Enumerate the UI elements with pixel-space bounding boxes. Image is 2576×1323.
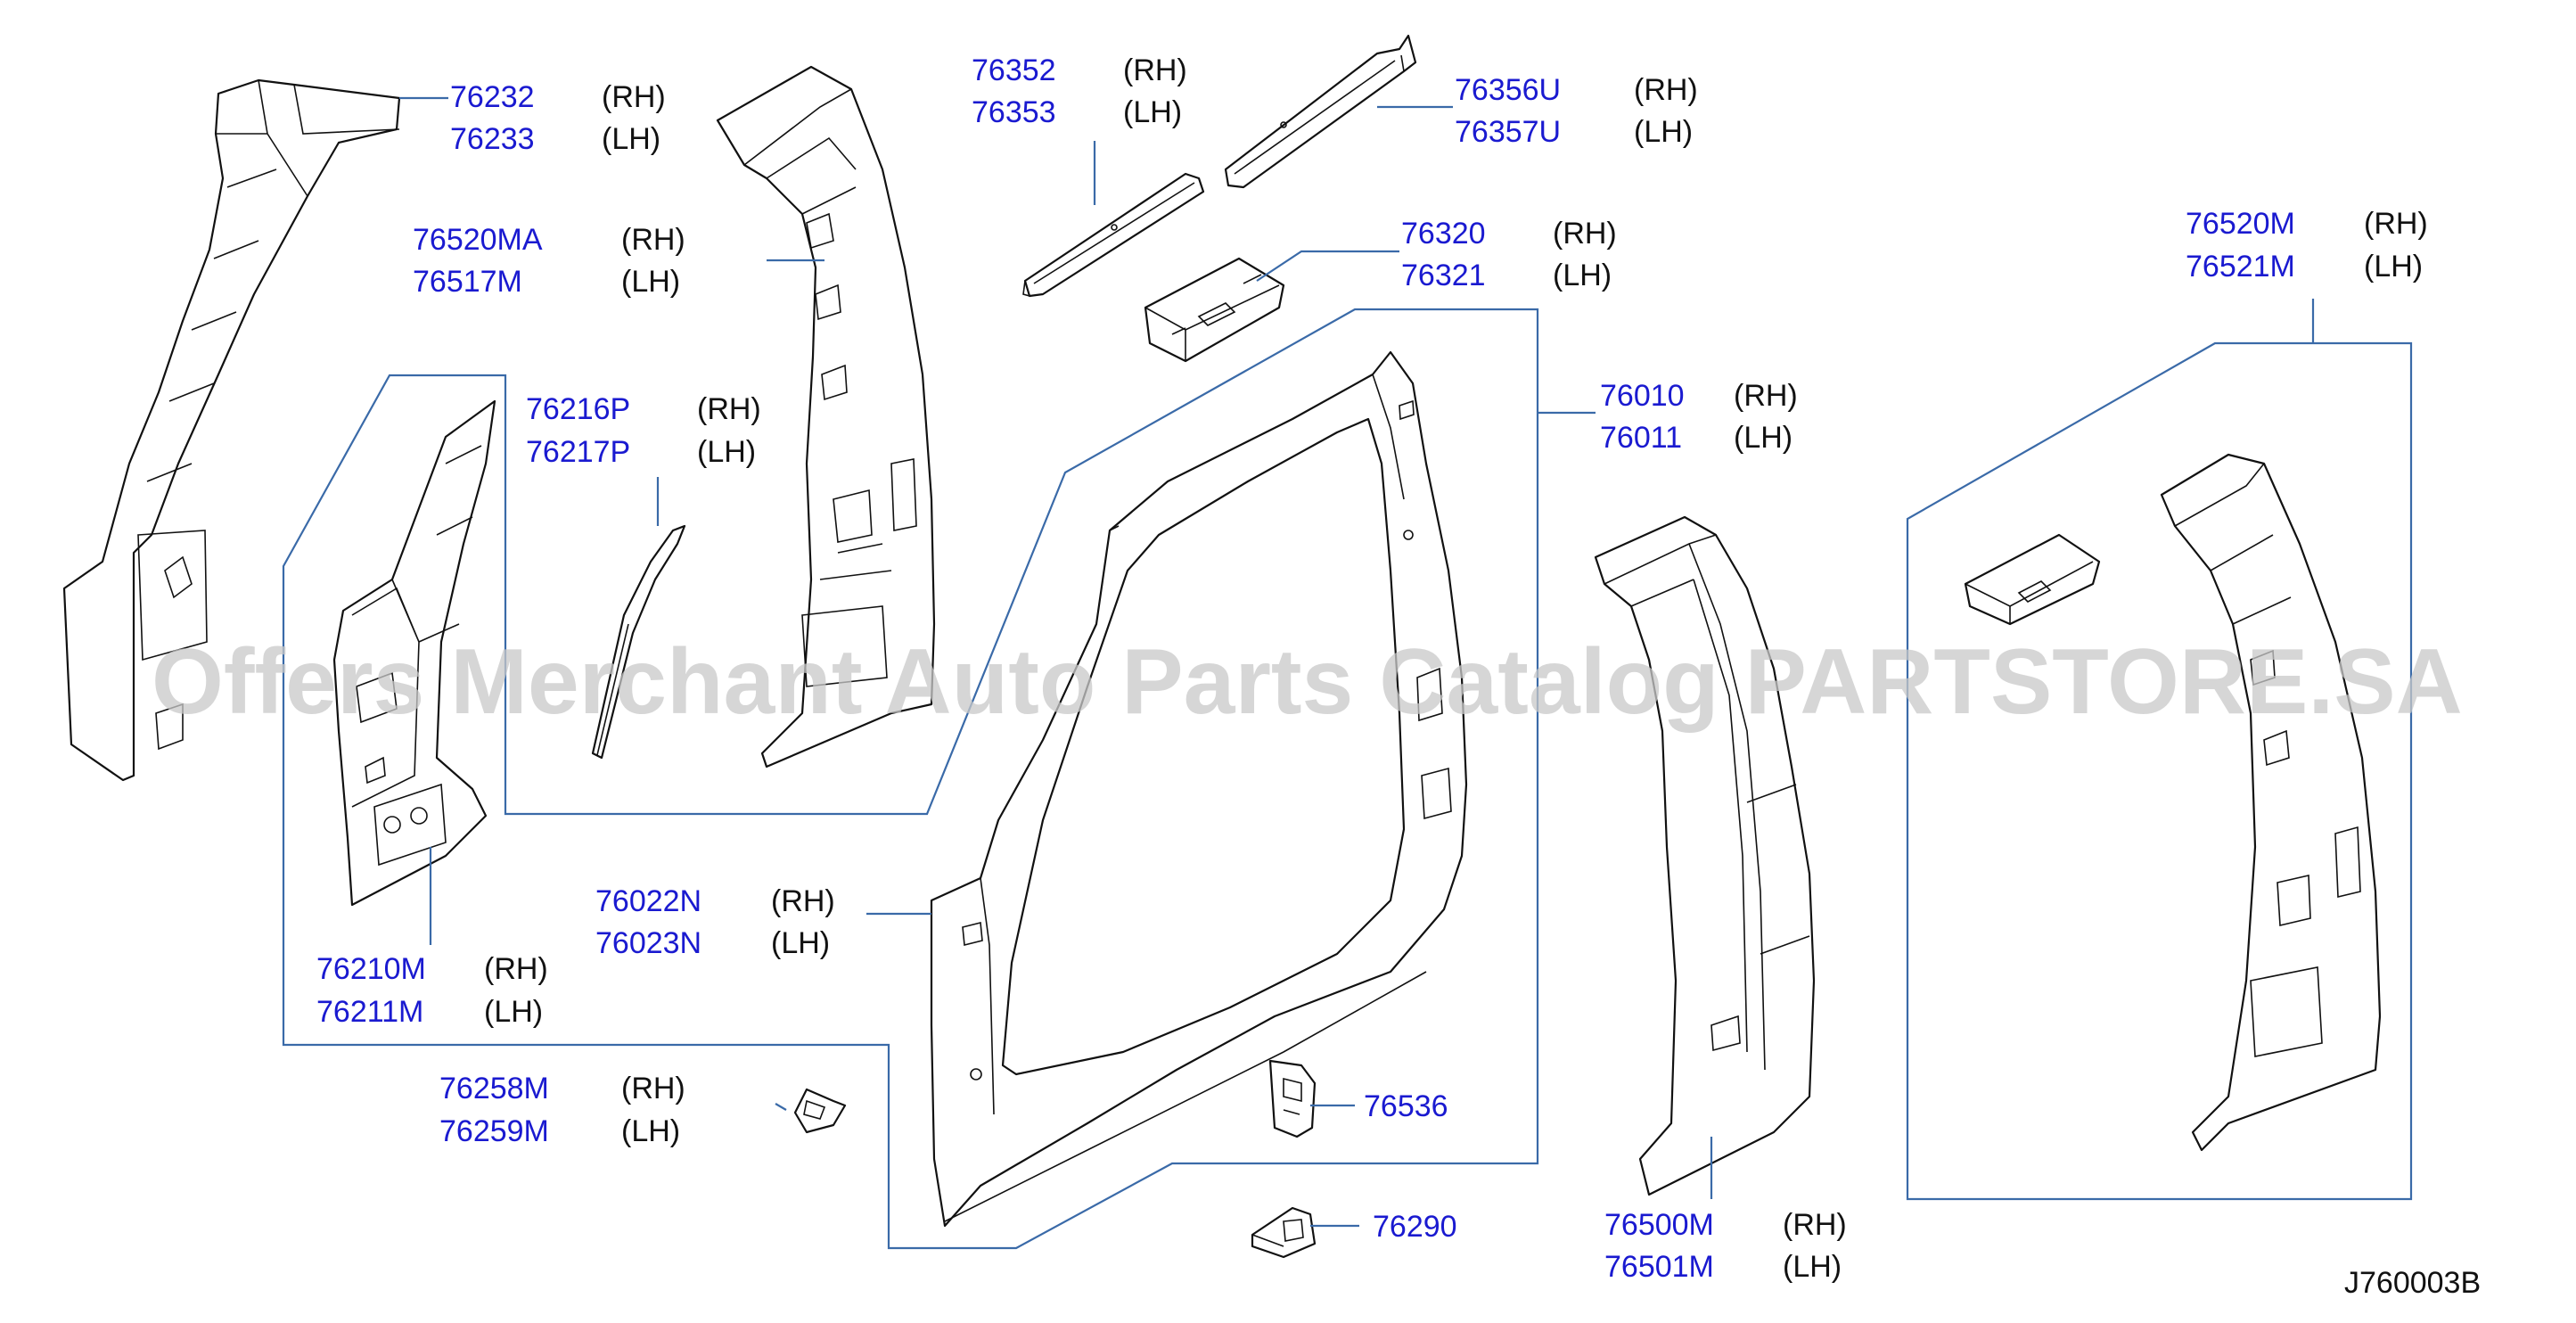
- callout-76536: 76536: [1364, 1089, 1448, 1123]
- part-76320-bracket: [1144, 257, 1285, 363]
- side-label: (LH): [621, 265, 680, 299]
- part-number: 76520M: [2186, 207, 2295, 241]
- part-number: 76500M: [1604, 1208, 1714, 1242]
- part-76356U-sill-plate: [1224, 34, 1417, 189]
- side-label: (LH): [771, 926, 830, 960]
- callout-76520M: 76520M (RH) 76521M (LH): [2186, 207, 2428, 284]
- part-number: 76320: [1401, 217, 1486, 251]
- callout-76258M: 76258M (RH) 76259M (LH): [439, 1072, 685, 1148]
- part-number: 76233: [450, 122, 535, 156]
- side-label: (RH): [2364, 207, 2428, 241]
- side-label: (RH): [484, 952, 548, 986]
- callout-76210M: 76210M (RH) 76211M (LH): [316, 952, 548, 1029]
- part-76210M-front-pillar: [332, 399, 496, 907]
- part-bracket-right-box: [1964, 533, 2101, 626]
- callout-76022N: 76022N (RH) 76023N (LH): [595, 884, 835, 960]
- callout-76216P: 76216P (RH) 76217P (LH): [526, 392, 761, 469]
- part-number: 76010: [1600, 379, 1685, 413]
- part-76536-bracket: [1268, 1059, 1317, 1138]
- part-number: 76353: [972, 95, 1056, 129]
- diagram-reference: J760003B: [2344, 1266, 2481, 1300]
- side-label: (RH): [1634, 73, 1698, 107]
- watermark-text: Offers Merchant Auto Parts Catalog PARTS…: [152, 630, 2463, 734]
- callout-76500M: 76500M (RH) 76501M (LH): [1604, 1208, 1847, 1284]
- side-label: (RH): [1123, 53, 1187, 87]
- part-number: 76232: [450, 80, 535, 114]
- side-label: (RH): [771, 884, 835, 918]
- callout-76352: 76352 (RH) 76353 (LH): [972, 53, 1187, 129]
- side-label: (RH): [697, 392, 761, 426]
- side-label: (LH): [697, 435, 756, 469]
- callout-76010: 76010 (RH) 76011 (LH): [1600, 379, 1798, 455]
- part-number: 76352: [972, 53, 1056, 87]
- side-label: (RH): [621, 223, 685, 257]
- part-number: 76536: [1364, 1089, 1448, 1123]
- side-label: (RH): [1783, 1208, 1847, 1242]
- part-number: 76258M: [439, 1072, 549, 1105]
- side-label: (LH): [484, 995, 543, 1029]
- leader-lines: [282, 96, 2413, 1250]
- side-label: (LH): [1734, 421, 1793, 455]
- part-number: 76321: [1401, 259, 1486, 292]
- part-76022N-door-frame: [930, 350, 1468, 1228]
- side-label: (LH): [1634, 115, 1693, 149]
- side-label: (LH): [1553, 259, 1612, 292]
- side-label: (RH): [1734, 379, 1798, 413]
- part-number: 76211M: [316, 995, 423, 1029]
- part-number: 76022N: [595, 884, 701, 918]
- part-number: 76210M: [316, 952, 426, 986]
- callout-76290: 76290: [1373, 1210, 1457, 1244]
- side-label: (LH): [621, 1114, 680, 1148]
- part-number: 76521M: [2186, 250, 2295, 284]
- side-label: (RH): [602, 80, 666, 114]
- part-number: 76259M: [439, 1114, 549, 1148]
- callout-76320: 76320 (RH) 76321 (LH): [1401, 217, 1617, 292]
- part-76520MA-inner-pillar: [716, 65, 936, 768]
- part-number: 76517M: [413, 265, 522, 299]
- part-number: 76501M: [1604, 1250, 1714, 1284]
- side-label: (LH): [1783, 1250, 1842, 1284]
- part-number: 76217P: [526, 435, 630, 469]
- part-number: 76356U: [1455, 73, 1561, 107]
- part-number: 76216P: [526, 392, 630, 426]
- side-label: (LH): [602, 122, 660, 156]
- part-number: 76290: [1373, 1210, 1457, 1244]
- part-76500M-center-pillar: [1594, 515, 1816, 1196]
- part-number: 76520MA: [413, 223, 543, 257]
- callout-76356U: 76356U (RH) 76357U (LH): [1455, 73, 1698, 149]
- part-number: 76011: [1600, 421, 1682, 455]
- part-76258M-bracket: [793, 1088, 847, 1134]
- callout-76232: 76232 (RH) 76233 (LH): [450, 80, 666, 156]
- part-number: 76023N: [595, 926, 701, 960]
- side-label: (RH): [621, 1072, 685, 1105]
- part-76352-sill-plate: [1022, 172, 1205, 298]
- part-76216P-strip: [591, 524, 686, 760]
- side-label: (LH): [2364, 250, 2423, 284]
- part-76520M-inner-pillar: [2160, 453, 2382, 1152]
- callout-76520MA: 76520MA (RH) 76517M (LH): [413, 223, 685, 299]
- part-76232-rear-pillar: [62, 78, 401, 782]
- part-76290-bracket: [1251, 1206, 1317, 1259]
- side-label: (RH): [1553, 217, 1617, 251]
- side-label: (LH): [1123, 95, 1182, 129]
- part-number: 76357U: [1455, 115, 1561, 149]
